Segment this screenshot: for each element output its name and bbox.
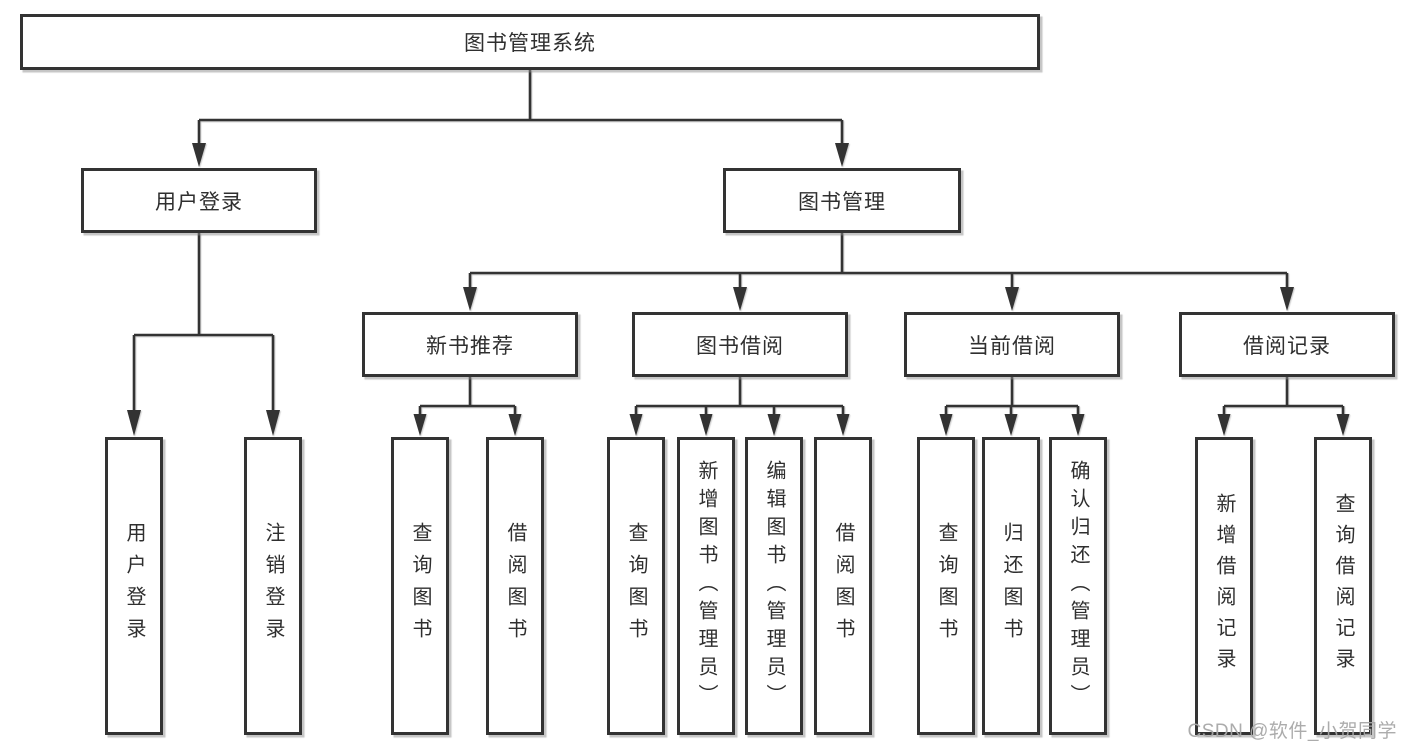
node-label: 归还图书	[1000, 522, 1022, 650]
node-edit-books-admin: 编辑图书（管理员）	[745, 437, 803, 735]
node-book-management: 图书管理	[723, 168, 961, 233]
node-label: 确认归还（管理员）	[1067, 460, 1089, 712]
node-add-books-admin: 新增图书（管理员）	[677, 437, 735, 735]
node-borrow-books-1: 借阅图书	[486, 437, 544, 735]
node-current-borrowing: 当前借阅	[904, 312, 1120, 377]
node-user-login-leaf: 用户登录	[105, 437, 163, 735]
node-new-book-recommend: 新书推荐	[362, 312, 578, 377]
node-library-system: 图书管理系统	[20, 14, 1040, 70]
node-query-borrow-record: 查询借阅记录	[1314, 437, 1372, 735]
csdn-watermark: CSDN @软件_小贺同学	[1187, 721, 1397, 742]
node-book-borrowing: 图书借阅	[632, 312, 848, 377]
node-label: 借阅图书	[504, 522, 526, 650]
node-label: 借阅图书	[832, 522, 854, 650]
node-borrowing-records: 借阅记录	[1179, 312, 1395, 377]
node-query-books-3: 查询图书	[917, 437, 975, 735]
node-add-borrow-record: 新增借阅记录	[1195, 437, 1253, 735]
node-label: 查询图书	[935, 522, 957, 650]
node-label: 编辑图书（管理员）	[763, 460, 785, 712]
node-label: 用户登录	[123, 522, 145, 650]
node-borrow-books-2: 借阅图书	[814, 437, 872, 735]
node-label: 新增借阅记录	[1213, 493, 1235, 679]
node-query-books-2: 查询图书	[607, 437, 665, 735]
node-query-books-1: 查询图书	[391, 437, 449, 735]
node-label: 注销登录	[262, 522, 284, 650]
node-return-books: 归还图书	[982, 437, 1040, 735]
node-label: 新增图书（管理员）	[695, 460, 717, 712]
node-user-login: 用户登录	[81, 168, 317, 233]
node-label: 查询图书	[409, 522, 431, 650]
node-confirm-return-admin: 确认归还（管理员）	[1049, 437, 1107, 735]
node-label: 查询借阅记录	[1332, 493, 1354, 679]
node-label: 查询图书	[625, 522, 647, 650]
node-logout: 注销登录	[244, 437, 302, 735]
